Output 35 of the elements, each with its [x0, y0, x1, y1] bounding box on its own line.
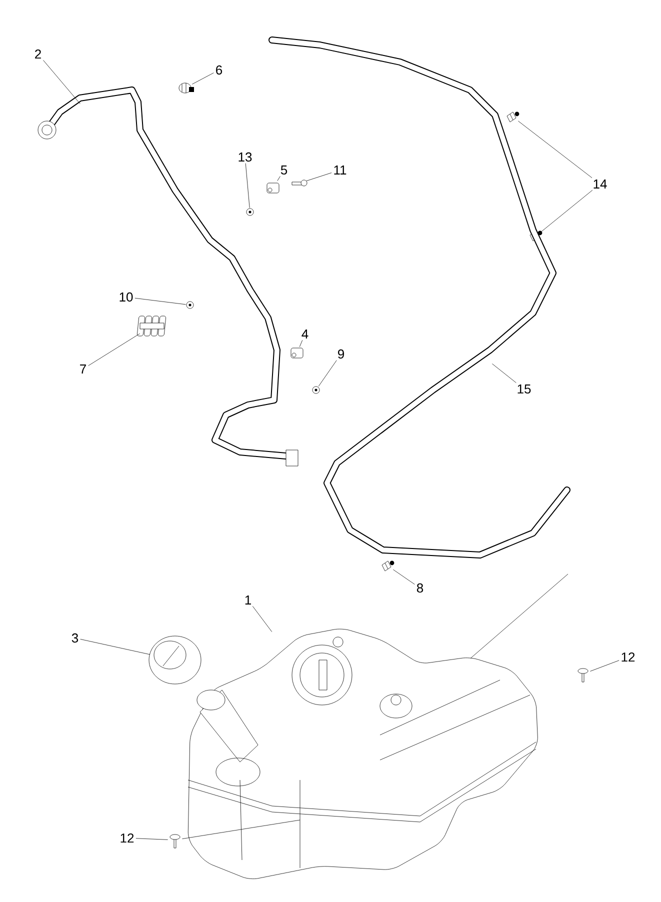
leader-line — [541, 190, 593, 232]
leader-line — [182, 820, 300, 840]
leader-line — [136, 838, 168, 840]
leader-line — [318, 360, 337, 386]
leader-line — [192, 72, 214, 84]
callout-number: 8 — [416, 583, 424, 593]
callout-number: 5 — [280, 165, 288, 175]
callout-number: 12 — [120, 833, 134, 843]
leader-line — [252, 606, 272, 632]
vent-hose-drawing — [268, 36, 570, 558]
clip-drawing — [382, 560, 394, 572]
leader-line — [299, 340, 303, 347]
leader-line — [245, 163, 250, 208]
screw-drawing — [170, 834, 180, 848]
leader-line — [306, 172, 332, 182]
leader-line — [492, 364, 516, 383]
callout-number: 1 — [245, 596, 251, 604]
callout-number: 2 — [35, 49, 41, 59]
fuel-cap-drawing — [148, 636, 202, 684]
leader-line — [518, 120, 592, 178]
callout-number: 6 — [216, 65, 222, 75]
callout-number: 12 — [622, 652, 635, 662]
callout-number: 3 — [72, 633, 78, 643]
leader-line — [277, 176, 280, 181]
fitting-drawing — [178, 82, 194, 94]
leader-line — [393, 569, 415, 585]
callout-number: 14 — [594, 180, 607, 188]
leader-line — [80, 638, 150, 655]
leader-line — [590, 660, 620, 672]
screw-drawing — [578, 668, 588, 682]
leader-line — [134, 298, 186, 305]
fuel-tank-drawing — [188, 628, 538, 880]
clip-drawing — [506, 112, 520, 122]
leader-line — [43, 60, 80, 104]
leader-line — [88, 333, 140, 366]
